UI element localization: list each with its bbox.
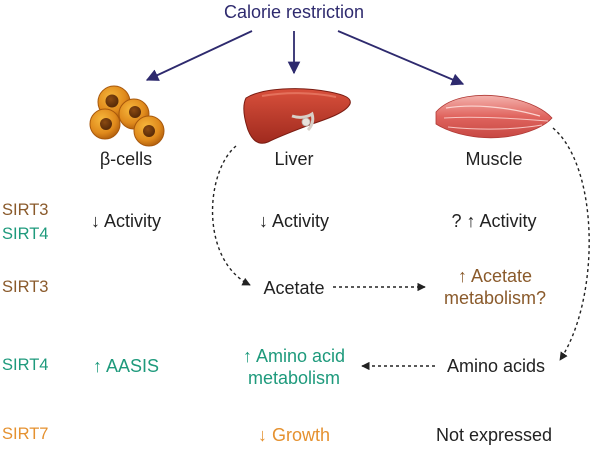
row-label-sirt3: SIRT3: [2, 201, 49, 219]
dashed-arrow-liver-to-acetate: [211, 145, 251, 286]
beta-cells-icon: [89, 85, 165, 147]
muscle-acetate-line1: ↑ Acetate: [457, 266, 533, 286]
diagram-title: Calorie restriction: [223, 2, 365, 22]
muscle-not-expressed-text: Not expressed: [435, 425, 553, 445]
muscle-acetate-metabolism-text: ↑ Acetate metabolism?: [444, 266, 546, 309]
beta-activity-text: ↓ Activity: [90, 211, 162, 231]
beta-aasis-text: ↑ AASIS: [92, 356, 160, 376]
tissue-label-beta-cells: β-cells: [99, 149, 153, 169]
liver-icon: [243, 88, 351, 144]
muscle-acetate-line2: metabolism?: [443, 287, 547, 308]
liver-growth-text: ↓ Growth: [257, 425, 331, 445]
arrow-to-muscle: [337, 30, 465, 86]
row-label-sirt3-acetate: SIRT3: [2, 278, 49, 296]
arrow-to-beta-cells: [145, 30, 253, 81]
row-label-sirt4: SIRT4: [2, 225, 49, 243]
liver-amino-line2: metabolism: [247, 367, 341, 388]
row-label-sirt7: SIRT7: [2, 425, 49, 443]
row-label-sirt4-amino: SIRT4: [2, 356, 49, 374]
liver-activity-text: ↓ Activity: [258, 211, 330, 231]
liver-amino-line1: ↑ Amino acid: [242, 346, 346, 366]
tissue-label-liver: Liver: [274, 149, 314, 169]
muscle-icon: [435, 94, 553, 139]
liver-acetate-text: Acetate: [263, 278, 325, 298]
muscle-amino-acids-text: Amino acids: [446, 356, 546, 376]
tissue-label-muscle: Muscle: [465, 149, 523, 169]
liver-amino-acid-metabolism-text: ↑ Amino acid metabolism: [243, 346, 345, 389]
dashed-arrow-muscle-to-amino-acids: [552, 127, 590, 361]
muscle-activity-text: ? ↑ Activity: [451, 211, 537, 231]
